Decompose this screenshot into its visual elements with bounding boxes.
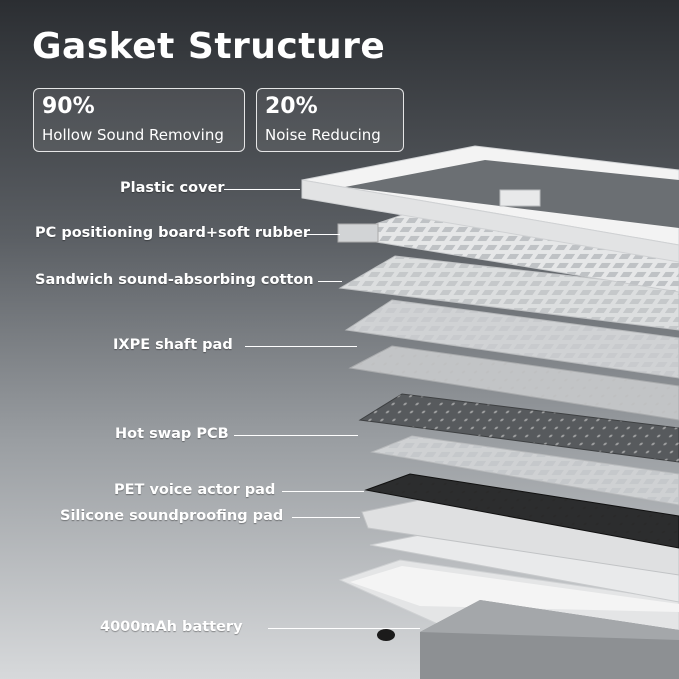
leader-line [306,234,340,235]
label-pc-board: PC positioning board+soft rubber [35,225,311,241]
label-silicone-pad: Silicone soundproofing pad [60,508,284,524]
page-title: Gasket Structure [32,26,386,67]
leader-line [292,517,360,518]
hot-swap-pcb-layer [358,393,679,463]
label-battery: 4000mAh battery [100,619,243,635]
leader-line [318,281,342,282]
silicone-pad-layer [361,499,679,603]
pc-board-layer [337,213,679,293]
sandwich-cotton-layer [338,255,679,331]
leader-line [245,346,357,347]
badge-text: Hollow Sound Removing [42,126,224,144]
battery-connector [377,629,395,641]
badge-text: Noise Reducing [265,126,381,144]
badge-percent: 20% [265,94,318,119]
label-plastic-cover: Plastic cover [120,180,225,196]
leader-line [234,435,358,436]
leader-line [282,491,364,492]
label-hot-swap-pcb: Hot swap PCB [115,426,229,442]
cover-clip [499,189,541,207]
label-pet-pad: PET voice actor pad [114,482,276,498]
bottom-case [338,559,679,679]
ixpe-pad-layer [344,299,679,421]
light-pad-layer [370,435,679,506]
pet-pad-layer [364,473,679,549]
hollow-sound-badge: 90% Hollow Sound Removing [33,88,245,152]
label-ixpe-pad: IXPE shaft pad [113,337,233,353]
soft-rubber-gasket [337,223,379,243]
leader-line [224,189,300,190]
badge-percent: 90% [42,94,95,119]
label-sandwich-cotton: Sandwich sound-absorbing cotton [35,272,314,288]
leader-line [268,628,420,629]
noise-reducing-badge: 20% Noise Reducing [256,88,404,152]
plastic-cover-layer [301,145,679,263]
